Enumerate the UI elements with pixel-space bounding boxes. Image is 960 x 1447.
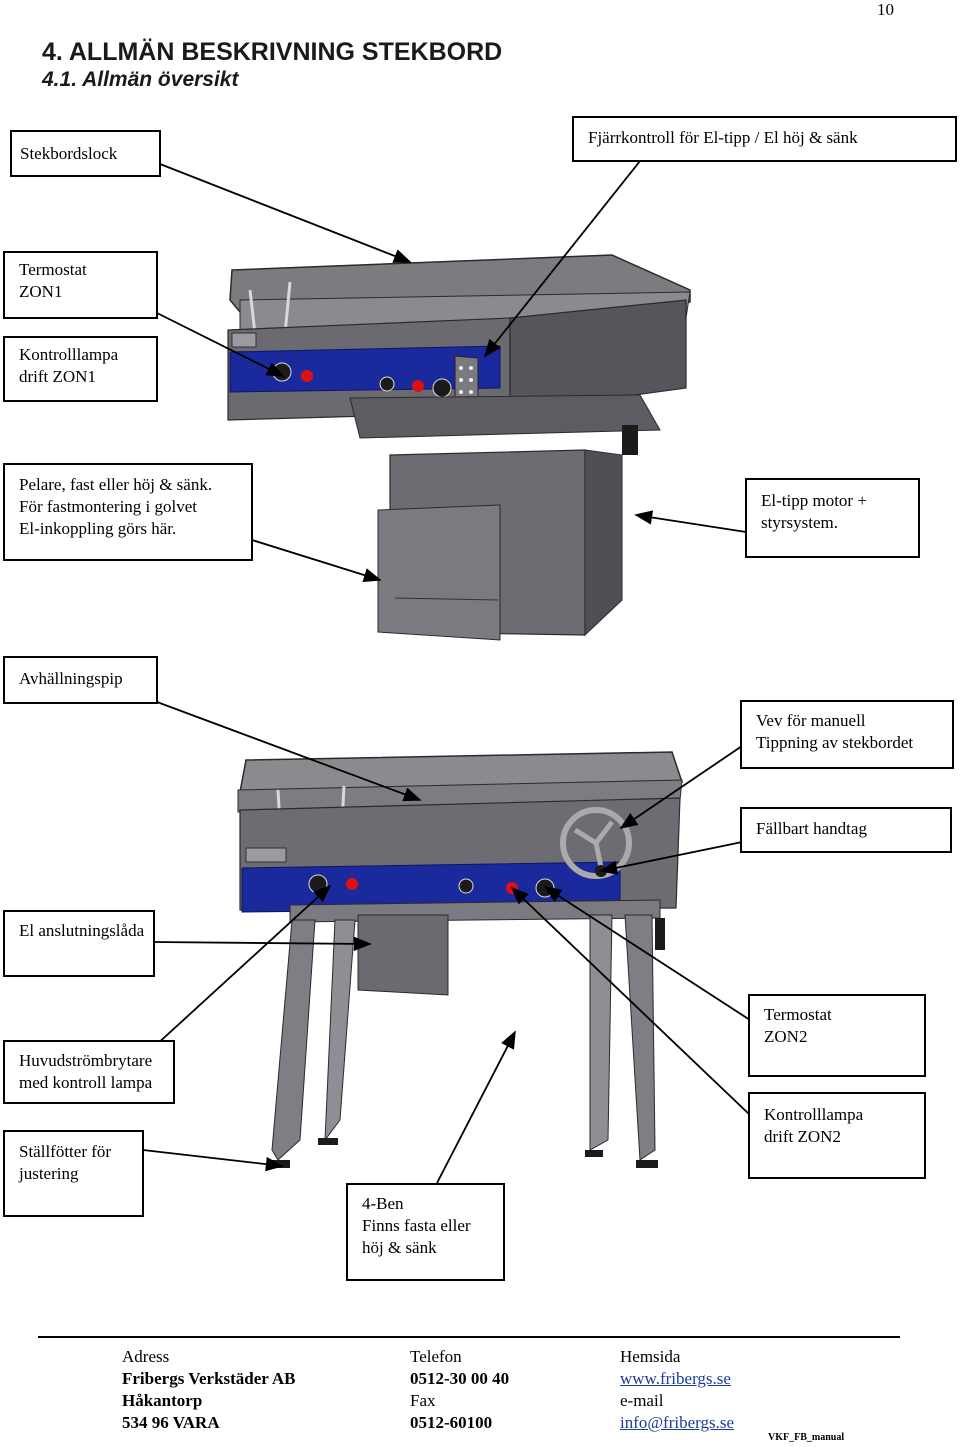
callout-text: Avhällningspip bbox=[19, 669, 123, 688]
footer-label: e-mail bbox=[620, 1391, 664, 1410]
callout-line: Pelare, fast eller höj & sänk. bbox=[19, 475, 213, 494]
callout-line: ZON2 bbox=[764, 1027, 808, 1046]
footer-phone: 0512-30 00 40 bbox=[410, 1369, 510, 1388]
callout-line: höj & sänk bbox=[362, 1238, 437, 1257]
callout-fallbart-handtag: Fällbart handtag bbox=[740, 807, 952, 853]
callout-line: Finns fasta eller bbox=[362, 1216, 471, 1235]
callout-line: 4-Ben bbox=[362, 1194, 404, 1213]
callout-line: Termostat bbox=[19, 260, 87, 279]
callout-line: Kontrolllampa bbox=[19, 345, 119, 364]
callout-line: För fastmontering i golvet bbox=[19, 497, 198, 516]
callout-line: Kontrolllampa bbox=[764, 1105, 864, 1124]
callout-line: El-inkoppling görs här. bbox=[19, 519, 177, 538]
subsection-heading: 4.1. Allmän översikt bbox=[42, 68, 239, 91]
callout-stekbordslock: Stekbordslock bbox=[10, 130, 161, 177]
callout-huvudstrombrytare: Huvudströmbrytare med kontroll lampa bbox=[3, 1040, 175, 1104]
callout-termostat-zon1: Termostat ZON1 bbox=[3, 251, 158, 319]
callout-leader-lines bbox=[142, 160, 753, 1184]
document-code: VKF_FB_manual bbox=[768, 1432, 845, 1443]
callout-avhallningspip: Avhällningspip bbox=[3, 656, 158, 704]
callout-line: El-tipp motor + bbox=[761, 491, 867, 510]
footer-label: Adress bbox=[122, 1347, 170, 1366]
email-link[interactable]: info@fribergs.se bbox=[620, 1413, 735, 1432]
callout-line: Ställfötter för bbox=[19, 1142, 112, 1161]
callout-line: Tippning av stekbordet bbox=[756, 733, 914, 752]
callout-text: El anslutningslåda bbox=[19, 921, 145, 940]
callout-vev: Vev för manuell Tippning av stekbordet bbox=[740, 700, 954, 769]
callout-line: justering bbox=[19, 1164, 79, 1183]
callout-pelare: Pelare, fast eller höj & sänk. För fastm… bbox=[3, 463, 253, 561]
callout-line: Vev för manuell bbox=[756, 711, 866, 730]
callout-ben: 4-Ben Finns fasta eller höj & sänk bbox=[346, 1183, 505, 1281]
callout-text: Stekbordslock bbox=[20, 144, 118, 163]
four-leg-stekbord-illustration bbox=[237, 751, 684, 1168]
footer-label: Fax bbox=[410, 1391, 436, 1410]
callout-line: Termostat bbox=[764, 1005, 832, 1024]
footer-divider bbox=[38, 1336, 900, 1338]
callout-line: med kontroll lampa bbox=[19, 1073, 153, 1092]
callout-eltipp-motor: El-tipp motor + styrsystem. bbox=[745, 478, 920, 558]
footer-fax: 0512-60100 bbox=[410, 1413, 493, 1432]
callout-el-anslutningslada: El anslutningslåda bbox=[3, 910, 155, 977]
callout-fjarrkontroll: Fjärrkontroll för El-tipp / El höj & sän… bbox=[572, 116, 957, 162]
section-heading: 4. ALLMÄN BESKRIVNING STEKBORD bbox=[42, 38, 503, 66]
callout-kontrolllampa-zon2: Kontrolllampa drift ZON2 bbox=[748, 1092, 926, 1179]
callout-termostat-zon2: Termostat ZON2 bbox=[748, 994, 926, 1077]
callout-kontrolllampa-zon1: Kontrolllampa drift ZON1 bbox=[3, 336, 158, 402]
callout-line: ZON1 bbox=[19, 282, 63, 301]
callout-text: Fjärrkontroll för El-tipp / El höj & sän… bbox=[588, 128, 858, 147]
website-link[interactable]: www.fribergs.se bbox=[620, 1369, 731, 1388]
callout-stallfotter: Ställfötter för justering bbox=[3, 1130, 144, 1217]
footer-company: Fribergs Verkstäder AB bbox=[122, 1369, 296, 1388]
callout-text: Fällbart handtag bbox=[756, 819, 867, 838]
page-number: 10 bbox=[877, 0, 894, 19]
footer-city: 534 96 VARA bbox=[122, 1413, 220, 1432]
column-mounted-stekbord-illustration bbox=[227, 254, 691, 641]
callout-line: Huvudströmbrytare bbox=[19, 1051, 153, 1070]
footer-street: Håkantorp bbox=[122, 1391, 203, 1410]
footer-label: Hemsida bbox=[620, 1347, 681, 1366]
callout-line: styrsystem. bbox=[761, 513, 838, 532]
callout-line: drift ZON1 bbox=[19, 367, 96, 386]
callout-line: drift ZON2 bbox=[764, 1127, 841, 1146]
footer-label: Telefon bbox=[410, 1347, 462, 1366]
